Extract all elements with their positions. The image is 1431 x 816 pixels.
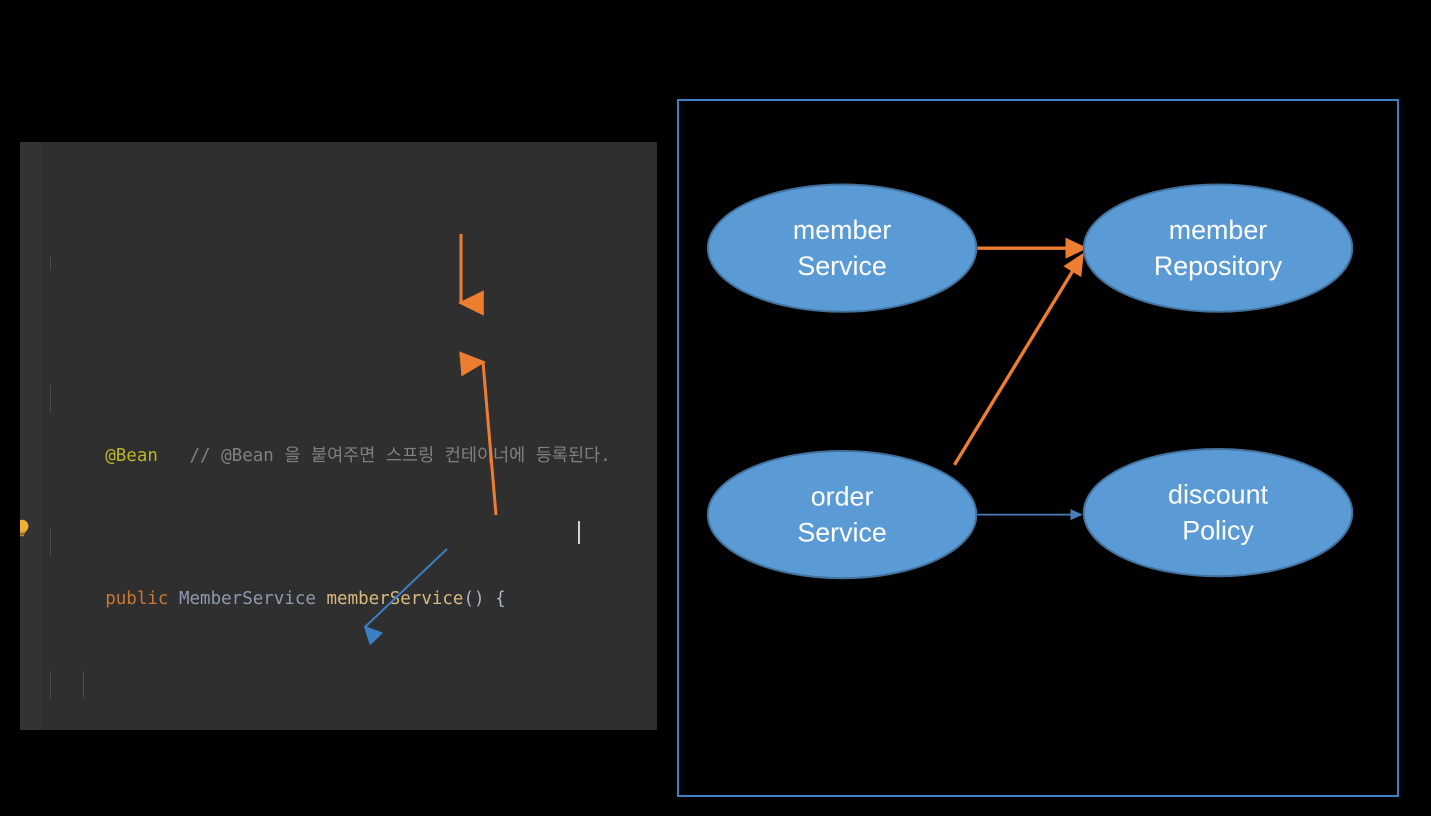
diagram-node-member-service[interactable]: member Service (706, 183, 978, 313)
node-label-line1: discount (1168, 480, 1268, 510)
node-label-line2: Service (797, 251, 886, 281)
node-label-line1: member (793, 215, 891, 245)
node-label-line2: Policy (1182, 515, 1254, 545)
diagram-canvas: member Service member Repository order S… (706, 183, 1354, 580)
node-label-line2: Repository (1154, 251, 1283, 281)
code-surface[interactable]: // , ; @Bean // @Bean 을 붙여주면 스프링 컨테이너에 등… (20, 142, 657, 730)
node-label-line1: member (1169, 215, 1267, 245)
editor-gutter[interactable] (20, 142, 42, 730)
diagram-edges (953, 237, 1088, 521)
node-label-line1: order (811, 482, 874, 512)
code-line[interactable]: // , ; (20, 256, 657, 271)
code-token-annotation: @Bean (105, 445, 158, 466)
text-caret (578, 521, 580, 544)
bean-dependency-diagram: member Service member Repository order S… (677, 99, 1399, 797)
node-label-line2: Service (797, 517, 886, 547)
diagram-node-discount-policy[interactable]: discount Policy (1082, 448, 1354, 578)
edge-order-service-to-member-repository (953, 252, 1084, 466)
code-token-type: MemberService (178, 588, 316, 609)
code-editor-panel[interactable]: // , ; @Bean // @Bean 을 붙여주면 스프링 컨테이너에 등… (20, 142, 657, 730)
code-token-comment-bean: // @Bean 을 붙여주면 스프링 컨테이너에 등록된다. (189, 445, 611, 466)
code-token-keyword-public: public (105, 588, 169, 609)
code-line[interactable]: @Bean // @Bean 을 붙여주면 스프링 컨테이너에 등록된다. (20, 384, 657, 466)
diagram-node-order-service[interactable]: order Service (706, 449, 978, 580)
diagram-node-member-repository[interactable]: member Repository (1082, 183, 1354, 313)
code-line[interactable]: return new MemberServiceImpl(memberRepos… (20, 670, 657, 700)
code-token-method: memberService (326, 588, 464, 609)
lightbulb-icon[interactable] (20, 517, 33, 539)
code-line[interactable]: public MemberService memberService() { (20, 527, 657, 609)
